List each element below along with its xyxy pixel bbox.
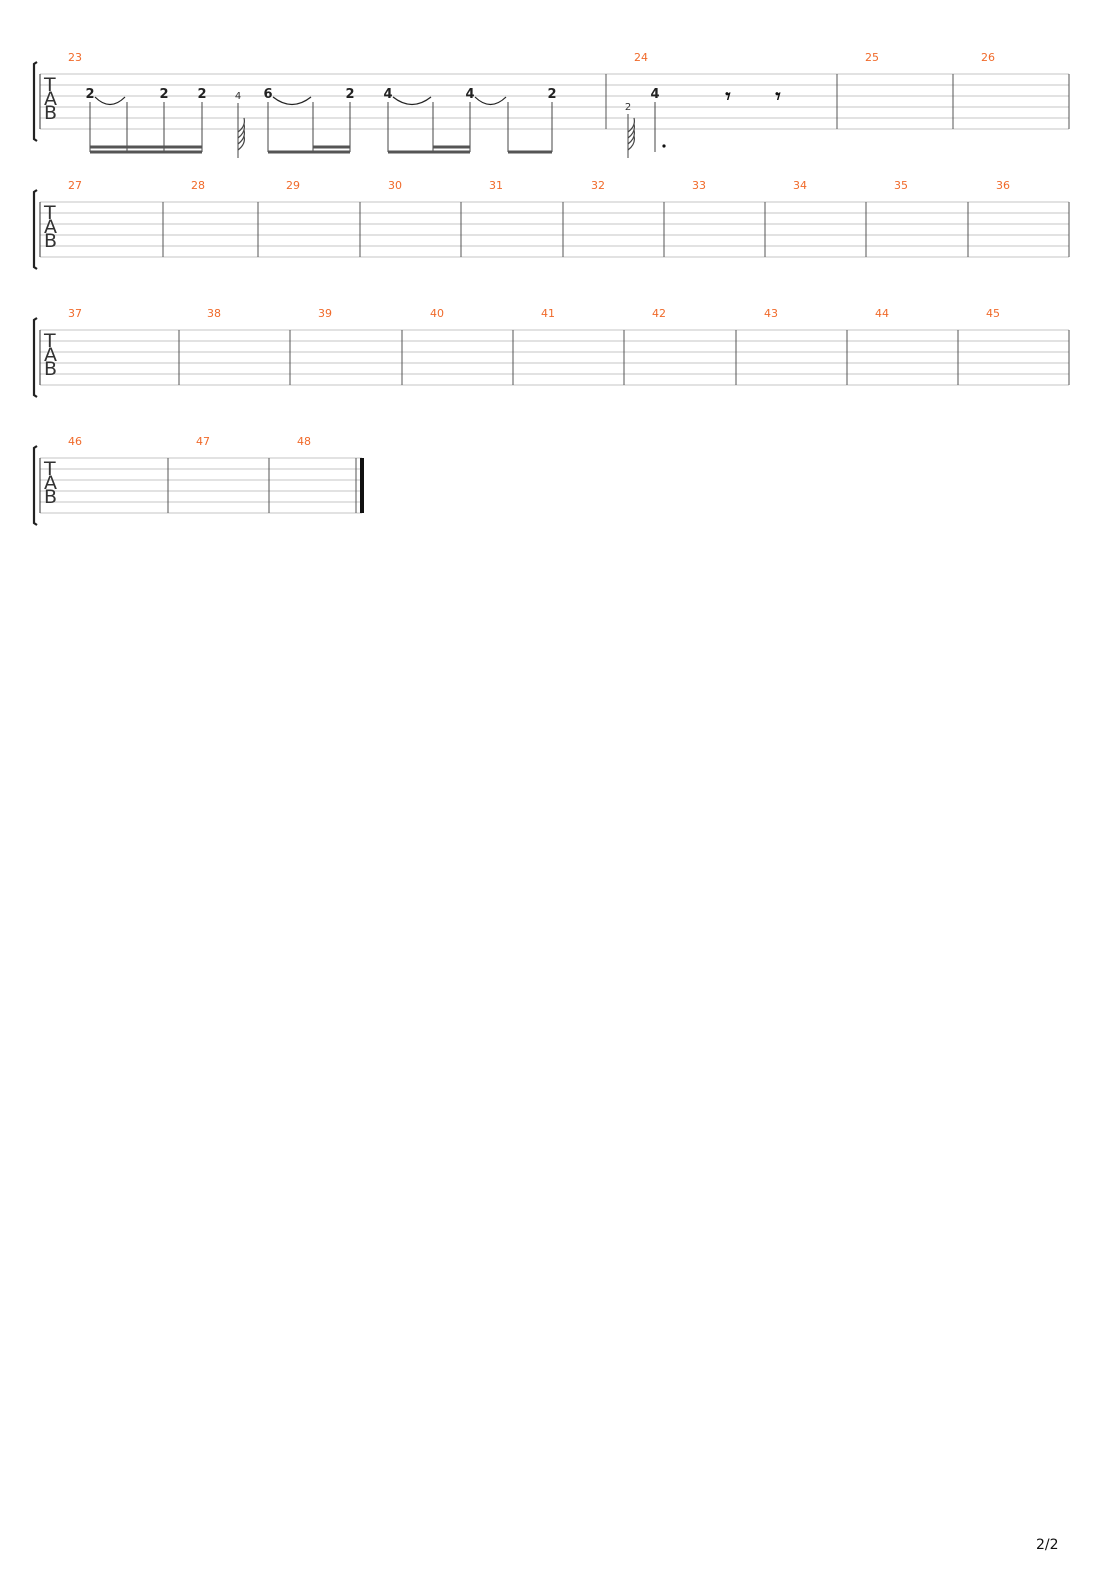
- system-bracket: [32, 317, 38, 398]
- measure-number: 45: [986, 307, 1000, 320]
- measure-number: 46: [68, 435, 82, 448]
- fret-number: 4: [650, 87, 659, 102]
- tab-clef-letter: A: [44, 344, 57, 366]
- tab-clef-letter: A: [44, 88, 57, 110]
- tab-clef-letter: A: [44, 216, 57, 238]
- measure-number: 32: [591, 179, 605, 192]
- grace-flag: [237, 129, 245, 145]
- fret-number: 2: [345, 87, 354, 102]
- duration-dot: [662, 144, 666, 148]
- measure-number: 39: [318, 307, 332, 320]
- grace-flag: [627, 135, 635, 151]
- tie: [94, 96, 126, 106]
- notes-system-1: 2 2 2 4 6 2 4 4 2 2 4 𝄾 𝄾: [85, 84, 781, 158]
- tab-system-2: TAB 27 28 29 30 31 32 33 34 35 36: [32, 179, 1070, 270]
- measure-number: 24: [634, 51, 648, 64]
- tab-clef-letter: T: [43, 74, 56, 96]
- measure-number: 28: [191, 179, 205, 192]
- measure-number: 47: [196, 435, 210, 448]
- measure-number: 43: [764, 307, 778, 320]
- grace-flag: [627, 123, 635, 139]
- measure-number: 25: [865, 51, 879, 64]
- page-number: 2/2: [1036, 1537, 1059, 1553]
- measure-number: 29: [286, 179, 300, 192]
- fret-number: 2: [197, 87, 206, 102]
- eighth-rest: 𝄾: [775, 84, 781, 108]
- tie: [272, 96, 312, 106]
- grace-fret-number: 2: [625, 102, 631, 113]
- measure-number: 35: [894, 179, 908, 192]
- measure-number: 44: [875, 307, 889, 320]
- measure-number: 23: [68, 51, 82, 64]
- grace-flag: [237, 135, 245, 151]
- measure-number: 48: [297, 435, 311, 448]
- tie: [392, 96, 432, 106]
- measure-number: 37: [68, 307, 82, 320]
- fret-number: 2: [159, 87, 168, 102]
- measure-number: 31: [489, 179, 503, 192]
- tie: [474, 96, 507, 106]
- grace-fret-number: 4: [235, 91, 241, 102]
- tab-clef-letter: T: [43, 330, 56, 352]
- tab-clef-letter: T: [43, 458, 56, 480]
- tab-clef-letter: T: [43, 202, 56, 224]
- measure-number: 30: [388, 179, 402, 192]
- measure-number: 41: [541, 307, 555, 320]
- grace-flag: [237, 117, 245, 133]
- tab-clef-letter: A: [44, 472, 57, 494]
- system-bracket: [32, 61, 38, 142]
- fret-number: 2: [85, 87, 94, 102]
- system-bracket: [32, 445, 38, 526]
- grace-flag: [237, 123, 245, 139]
- measure-number: 38: [207, 307, 221, 320]
- measure-number: 26: [981, 51, 995, 64]
- tab-system-3: TAB 37 38 39 40 41 42 43 44 45: [32, 307, 1070, 398]
- tab-clef-letter: B: [44, 486, 57, 508]
- tab-clef-letter: B: [44, 358, 57, 380]
- measure-number: 33: [692, 179, 706, 192]
- eighth-rest: 𝄾: [725, 84, 731, 108]
- measure-number: 34: [793, 179, 807, 192]
- tab-clef-letter: B: [44, 230, 57, 252]
- fret-number: 2: [547, 87, 556, 102]
- grace-flag: [627, 129, 635, 145]
- measure-number: 36: [996, 179, 1010, 192]
- measure-number: 27: [68, 179, 82, 192]
- system-bracket: [32, 189, 38, 270]
- tab-clef-letter: B: [44, 102, 57, 124]
- measure-number: 40: [430, 307, 444, 320]
- tab-system-4: TAB 46 47 48: [32, 435, 364, 526]
- fret-number: 4: [383, 87, 392, 102]
- grace-flag: [627, 117, 635, 133]
- fret-number: 4: [465, 87, 474, 102]
- measure-number: 42: [652, 307, 666, 320]
- fret-number: 6: [263, 87, 272, 102]
